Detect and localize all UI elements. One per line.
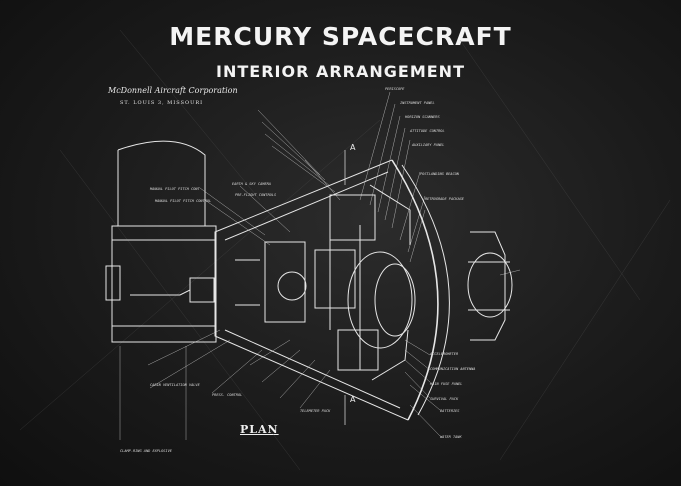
svg-text:ATTITUDE CONTROL: ATTITUDE CONTROL — [409, 129, 445, 133]
svg-text:SURVIVAL PACK: SURVIVAL PACK — [430, 397, 459, 401]
svg-text:TELEMETER PACK: TELEMETER PACK — [300, 409, 331, 413]
manufacturer-location: ST. LOUIS 3, MISSOURI — [120, 100, 204, 106]
svg-text:CLAMP-RING AND EXPLOSIVE: CLAMP-RING AND EXPLOSIVE — [120, 449, 173, 453]
callout-leaders — [119, 91, 521, 440]
manufacturer-name: McDonnell Aircraft Corporation — [108, 86, 238, 95]
callouts-right: PERISCOPE INSTRUMENT PANEL HORIZON SCANN… — [385, 87, 475, 439]
svg-text:PERISCOPE: PERISCOPE — [385, 87, 405, 91]
page-subtitle: INTERIOR ARRANGEMENT — [216, 62, 465, 81]
svg-text:HORIZON SCANNERS: HORIZON SCANNERS — [404, 115, 440, 119]
plan-label: PLAN — [240, 423, 279, 436]
svg-text:EARTH & SKY CAMERA: EARTH & SKY CAMERA — [232, 182, 271, 186]
svg-text:PRESS. CONTROL: PRESS. CONTROL — [212, 393, 242, 397]
svg-text:AUXILIARY PANEL: AUXILIARY PANEL — [411, 143, 444, 147]
scratch-texture — [19, 29, 671, 471]
page-title: MERCURY SPACECRAFT — [169, 22, 512, 51]
svg-text:A: A — [350, 143, 356, 152]
svg-text:INSTRUMENT PANEL: INSTRUMENT PANEL — [400, 101, 435, 105]
section-marker-bottom: A — [344, 395, 356, 425]
spacecraft-outline — [105, 140, 513, 421]
svg-text:WATER TANK: WATER TANK — [440, 435, 462, 439]
svg-text:A: A — [350, 395, 356, 404]
svg-text:BATTERIES: BATTERIES — [440, 409, 460, 413]
svg-text:MANUAL PILOT PITCH CONTROL: MANUAL PILOT PITCH CONTROL — [154, 199, 211, 203]
callouts-left: MANUAL PILOT PITCH CONT MANUAL PILOT PIT… — [120, 182, 331, 453]
svg-text:POSTLANDING BEACON: POSTLANDING BEACON — [420, 172, 460, 176]
svg-text:RETROGRADE PACKAGE: RETROGRADE PACKAGE — [425, 197, 465, 201]
svg-text:CABIN VENTILATION VALVE: CABIN VENTILATION VALVE — [150, 383, 201, 387]
svg-text:ACCELEROMETER: ACCELEROMETER — [429, 352, 459, 356]
svg-text:COMMUNICATION ANTENNA: COMMUNICATION ANTENNA — [430, 367, 475, 371]
svg-text:MAIN FUSE PANEL: MAIN FUSE PANEL — [429, 382, 462, 386]
svg-text:MANUAL PILOT PITCH CONT: MANUAL PILOT PITCH CONT — [149, 187, 201, 191]
svg-text:PRE-FLIGHT CONTROLS: PRE-FLIGHT CONTROLS — [235, 193, 277, 197]
